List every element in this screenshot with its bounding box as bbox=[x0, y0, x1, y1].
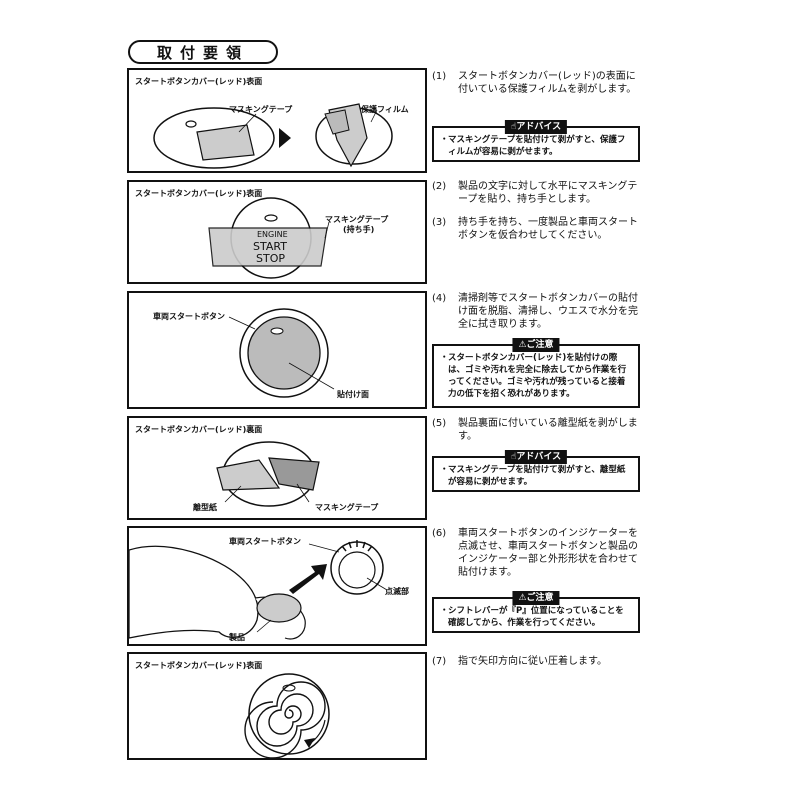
step-5-text: 製品裏面に付いている離型紙を剥がします。 bbox=[458, 418, 638, 442]
page-title: 取付要領 bbox=[128, 40, 278, 64]
panel-2-handle-label: (持ち手) bbox=[343, 225, 375, 234]
panel-1-label: スタートボタンカバー(レッド)表面 bbox=[135, 77, 263, 86]
step-3: (3) 持ち手を持ち、一度製品と車両スタートボタンを仮合わせしてください。 bbox=[432, 216, 644, 242]
panel-step-1: スタートボタンカバー(レッド)表面 マスキングテープ 保護フィルム bbox=[127, 68, 427, 173]
step-3-text: 持ち手を持ち、一度製品と車両スタートボタンを仮合わせしてください。 bbox=[458, 217, 638, 241]
step-1-number: (1) bbox=[432, 71, 447, 82]
engine-text: ENGINE bbox=[257, 230, 288, 239]
step-6-number: (6) bbox=[432, 528, 447, 539]
panel-step-6: 車両スタートボタン 点滅部 製品 bbox=[127, 526, 427, 646]
masking-tape bbox=[268, 457, 320, 491]
panel-6-illustration bbox=[244, 673, 330, 758]
arrow-down-icon bbox=[304, 738, 315, 748]
step-4: (4) 清掃剤等でスタートボタンカバーの貼付け面を脱脂、清掃し、ウエスで水分を完… bbox=[432, 292, 644, 331]
panel-4-masking-label: マスキングテープ bbox=[315, 503, 379, 512]
step-4-number: (4) bbox=[432, 293, 447, 304]
warning-triangle-icon: ⚠ bbox=[518, 340, 527, 350]
panel-5-illustration bbox=[129, 540, 388, 640]
panel-2-masking-label: マスキングテープ bbox=[325, 215, 389, 224]
step-6: (6) 車両スタートボタンのインジケーターを点滅させ、車両スタートボタンと製品の… bbox=[432, 527, 644, 579]
caution-note-1: ⚠ご注意 ・スタートボタンカバー(レッド)を貼付けの際は、ゴミや汚れを完全に除去… bbox=[432, 338, 640, 408]
advice-tag-1: ☝アドバイス bbox=[504, 120, 568, 134]
advice-tag-2: ☝アドバイス bbox=[504, 450, 568, 464]
advice-note-2: ☝アドバイス ・マスキングテープを貼付けて剥がすと、離型紙が容易に剥がせます。 bbox=[432, 450, 640, 492]
masking-tape bbox=[196, 124, 255, 161]
panel-3-button-label: 車両スタートボタン bbox=[153, 312, 225, 321]
release-paper bbox=[216, 459, 281, 491]
hand-icon: ☝ bbox=[510, 452, 517, 462]
indicator-dot bbox=[270, 327, 284, 335]
panel-step-5: スタートボタンカバー(レッド)裏面 離型紙 マスキングテープ bbox=[127, 416, 427, 520]
step-7: (7) 指で矢印方向に従い圧着します。 bbox=[432, 655, 644, 668]
arrow-up-right-icon bbox=[289, 564, 327, 594]
step-7-number: (7) bbox=[432, 656, 447, 667]
panel-step-4: 車両スタートボタン 貼付け面 bbox=[127, 291, 427, 409]
panel-5-blink-label: 点滅部 bbox=[385, 587, 409, 596]
panel-4-illustration bbox=[216, 441, 320, 507]
caution-tag-2: ⚠ご注意 bbox=[512, 591, 560, 605]
masking-tape-handle bbox=[208, 227, 328, 267]
step-3-number: (3) bbox=[432, 217, 447, 228]
panel-3-illustration bbox=[228, 308, 335, 398]
panel-1-masking-label: マスキングテープ bbox=[229, 105, 293, 114]
product bbox=[256, 593, 302, 623]
step-6-text: 車両スタートボタンのインジケーターを点滅させ、車両スタートボタンと製品のインジケ… bbox=[458, 528, 638, 578]
hand-icon: ☝ bbox=[510, 122, 517, 132]
caution-tag-1: ⚠ご注意 bbox=[512, 338, 560, 352]
step-5: (5) 製品裏面に付いている離型紙を剥がします。 bbox=[432, 417, 644, 443]
advice-note-1-text: マスキングテープを貼付けて剥がすと、保護フィルムが容易に剥がせます。 bbox=[448, 135, 626, 157]
step-2-text: 製品の文字に対して水平にマスキングテープを貼り、持ち手とします。 bbox=[458, 181, 638, 205]
advice-note-2-text: マスキングテープを貼付けて剥がすと、離型紙が容易に剥がせます。 bbox=[448, 465, 626, 487]
step-1: (1) スタートボタンカバー(レッド)の表面に付いている保護フィルムを剥がします… bbox=[432, 70, 644, 96]
caution-note-2-text: シフトレバーが『P』位置になっていることを確認してから、作業を行ってください。 bbox=[448, 606, 624, 628]
panel-5-product-label: 製品 bbox=[229, 633, 245, 642]
step-2-number: (2) bbox=[432, 181, 447, 192]
panel-4-label: スタートボタンカバー(レッド)裏面 bbox=[135, 425, 263, 434]
step-2: (2) 製品の文字に対して水平にマスキングテープを貼り、持ち手とします。 bbox=[432, 180, 644, 206]
panel-step-7: スタートボタンカバー(レッド)表面 bbox=[127, 652, 427, 760]
stop-text: STOP bbox=[256, 252, 285, 265]
blink-indicator-icon bbox=[341, 540, 373, 552]
arrow-right-icon bbox=[279, 128, 291, 148]
panel-2-illustration bbox=[208, 197, 330, 279]
panel-2-label: スタートボタンカバー(レッド)表面 bbox=[135, 189, 263, 198]
panel-3-surface-label: 貼付け面 bbox=[337, 390, 369, 399]
panel-1-film-label: 保護フィルム bbox=[361, 105, 409, 114]
warning-triangle-icon: ⚠ bbox=[518, 593, 527, 603]
step-5-number: (5) bbox=[432, 418, 447, 429]
start-text: START bbox=[253, 240, 287, 253]
step-7-text: 指で矢印方向に従い圧着します。 bbox=[458, 656, 607, 667]
advice-note-1: ☝アドバイス ・マスキングテープを貼付けて剥がすと、保護フィルムが容易に剥がせま… bbox=[432, 120, 640, 162]
indicator-dot bbox=[264, 214, 278, 222]
spiral-press-icon bbox=[244, 681, 326, 758]
hand-illustration bbox=[129, 545, 259, 639]
caution-note-2: ⚠ご注意 ・シフトレバーが『P』位置になっていることを確認してから、作業を行って… bbox=[432, 591, 640, 633]
panel-step-2: スタートボタンカバー(レッド)表面 ENGINE START STOP マスキン… bbox=[127, 180, 427, 284]
panel-5-button-label: 車両スタートボタン bbox=[229, 537, 301, 546]
panel-4-release-label: 離型紙 bbox=[193, 503, 217, 512]
step-1-text: スタートボタンカバー(レッド)の表面に付いている保護フィルムを剥がします。 bbox=[458, 71, 637, 95]
step-4-text: 清掃剤等でスタートボタンカバーの貼付け面を脱脂、清掃し、ウエスで水分を完全に拭き… bbox=[458, 293, 638, 330]
panel-1-illustration bbox=[153, 103, 393, 169]
indicator-dot bbox=[185, 120, 197, 128]
caution-note-1-text: スタートボタンカバー(レッド)を貼付けの際は、ゴミや汚れを完全に除去してから作業… bbox=[448, 353, 627, 399]
panel-6-label: スタートボタンカバー(レッド)表面 bbox=[135, 661, 263, 670]
